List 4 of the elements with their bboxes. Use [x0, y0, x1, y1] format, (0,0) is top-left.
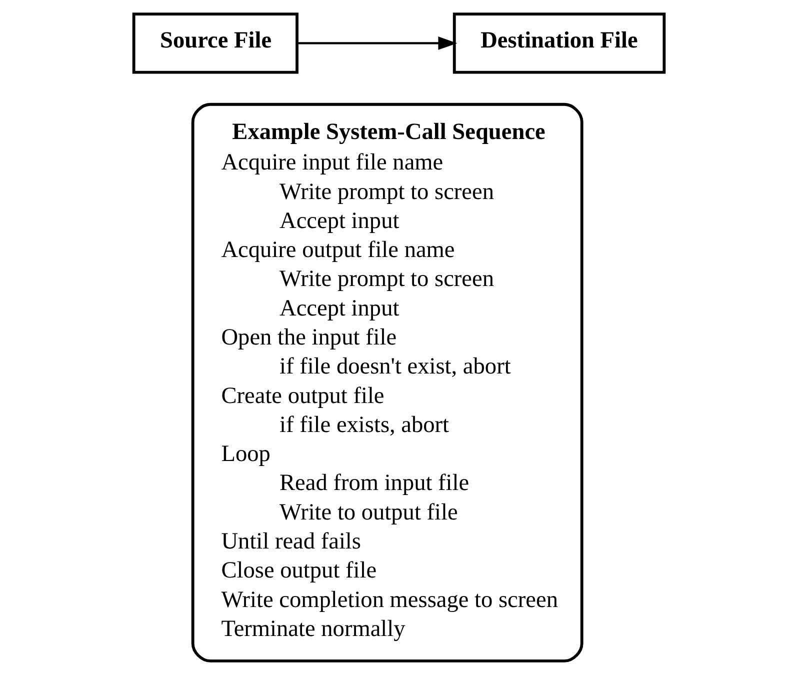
node-box: Destination File — [452, 12, 666, 74]
node-box: Source File — [132, 12, 298, 74]
node-box: Example System-Call Sequence Acquire input file name Write prompt to screen Accept input Acquire output file name Write prompt to screen Accept input Open the input file if file doesn't exist, abort Create output file if file exists, abort Loop Read from input file Write to output file Until read fails Close output file Write completion message to screen Terminate normally — [191, 102, 584, 662]
arrow — [297, 36, 458, 50]
